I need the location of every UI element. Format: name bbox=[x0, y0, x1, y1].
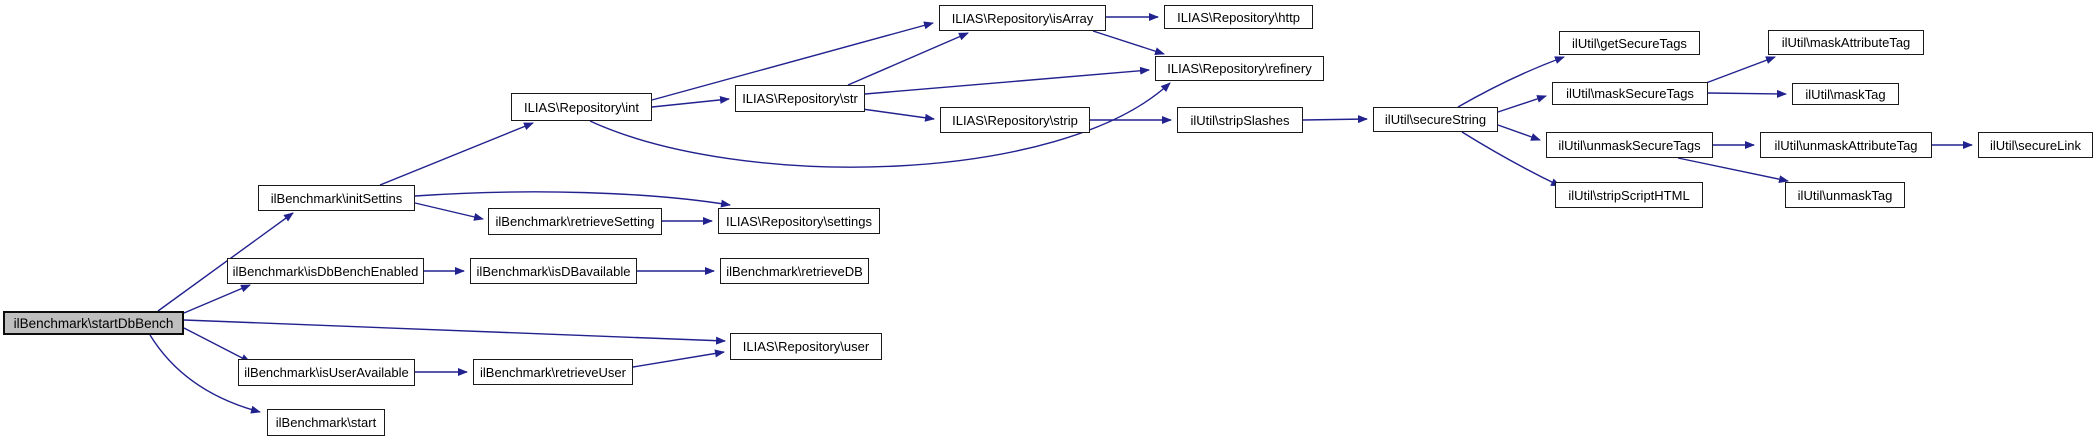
graph-node-repo_user[interactable]: ILIAS\Repository\user bbox=[730, 333, 882, 360]
graph-node-is_db_available[interactable]: ilBenchmark\isDBavailable bbox=[470, 258, 637, 284]
graph-node-get_secure_tags[interactable]: ilUtil\getSecureTags bbox=[1559, 31, 1700, 55]
graph-node-is_db_bench_enabled[interactable]: ilBenchmark\isDbBenchEnabled bbox=[227, 258, 424, 284]
edge-secure_string-to-get_secure_tags bbox=[1457, 56, 1565, 108]
graph-node-retrieve_user[interactable]: ilBenchmark\retrieveUser bbox=[473, 359, 633, 385]
graph-node-repo_settings[interactable]: ILIAS\Repository\settings bbox=[718, 208, 880, 234]
edge-start_db_bench-to-start bbox=[149, 334, 261, 414]
graph-node-repo_is_array[interactable]: ILIAS\Repository\isArray bbox=[939, 5, 1106, 31]
edge-repo_int-to-repo_is_array bbox=[651, 21, 934, 101]
edge-secure_string-to-mask_secure_tags bbox=[1497, 95, 1547, 113]
edge-unmask_secure_tags-to-unmask_tag bbox=[1677, 157, 1789, 184]
graph-node-repo_strip[interactable]: ILIAS\Repository\strip bbox=[940, 107, 1090, 133]
edge-repo_int-to-repo_str bbox=[651, 95, 730, 108]
edge-mask_secure_tags-to-mask_attribute_tag bbox=[1705, 56, 1776, 84]
graph-node-repo_int[interactable]: ILIAS\Repository\int bbox=[511, 93, 652, 121]
graph-node-secure_string[interactable]: ilUtil\secureString bbox=[1373, 107, 1498, 132]
graph-node-retrieve_setting[interactable]: ilBenchmark\retrieveSetting bbox=[488, 208, 662, 235]
edge-retrieve_user-to-repo_user bbox=[632, 349, 725, 368]
graph-node-repo_refinery[interactable]: ILIAS\Repository\refinery bbox=[1155, 56, 1324, 81]
edge-secure_string-to-unmask_secure_tags bbox=[1497, 124, 1541, 141]
graph-node-mask_secure_tags[interactable]: ilUtil\maskSecureTags bbox=[1552, 82, 1708, 105]
edge-repo_str-to-repo_is_array bbox=[847, 32, 969, 86]
graph-node-start[interactable]: ilBenchmark\start bbox=[267, 409, 385, 436]
edge-repo_str-to-repo_strip bbox=[861, 108, 935, 122]
graph-node-is_user_available[interactable]: ilBenchmark\isUserAvailable bbox=[238, 359, 415, 386]
edge-init_settins-to-repo_int bbox=[379, 122, 534, 186]
edge-init_settins-to-repo_settings bbox=[414, 191, 731, 208]
edge-start_db_bench-to-repo_user bbox=[183, 319, 726, 345]
graph-node-mask_tag[interactable]: ilUtil\maskTag bbox=[1792, 83, 1899, 105]
graph-node-init_settins[interactable]: ilBenchmark\initSettins bbox=[258, 185, 415, 211]
edge-start_db_bench-to-init_settins bbox=[157, 212, 294, 312]
graph-node-start_db_bench: ilBenchmark\startDbBench bbox=[3, 311, 184, 335]
edge-mask_secure_tags-to-mask_tag bbox=[1707, 89, 1787, 98]
edge-start_db_bench-to-is_db_bench_enabled bbox=[183, 284, 251, 314]
graph-node-unmask_tag[interactable]: ilUtil\unmaskTag bbox=[1785, 182, 1905, 208]
graph-node-unmask_attribute_tag[interactable]: ilUtil\unmaskAttributeTag bbox=[1760, 132, 1932, 158]
graph-node-repo_http[interactable]: ILIAS\Repository\http bbox=[1164, 5, 1313, 29]
graph-node-strip_script_html[interactable]: ilUtil\stripScriptHTML bbox=[1555, 182, 1703, 208]
edge-start_db_bench-to-is_user_available bbox=[183, 327, 251, 363]
graph-node-secure_link[interactable]: ilUtil\secureLink bbox=[1978, 132, 2093, 158]
graph-node-mask_attribute_tag[interactable]: ilUtil\maskAttributeTag bbox=[1768, 30, 1924, 55]
edge-init_settins-to-retrieve_setting bbox=[414, 202, 484, 221]
edge-secure_string-to-strip_script_html bbox=[1461, 131, 1561, 187]
graph-node-retrieve_db[interactable]: ilBenchmark\retrieveDB bbox=[720, 258, 869, 284]
edge-repo_str-to-repo_refinery bbox=[864, 66, 1150, 95]
graph-node-unmask_secure_tags[interactable]: ilUtil\unmaskSecureTags bbox=[1546, 132, 1713, 158]
graph-node-strip_slashes[interactable]: ilUtil\stripSlashes bbox=[1177, 107, 1303, 133]
edge-strip_slashes-to-secure_string bbox=[1302, 115, 1368, 124]
graph-node-repo_str[interactable]: ILIAS\Repository\str bbox=[735, 85, 865, 112]
edge-repo_is_array-to-repo_refinery bbox=[1092, 30, 1165, 56]
